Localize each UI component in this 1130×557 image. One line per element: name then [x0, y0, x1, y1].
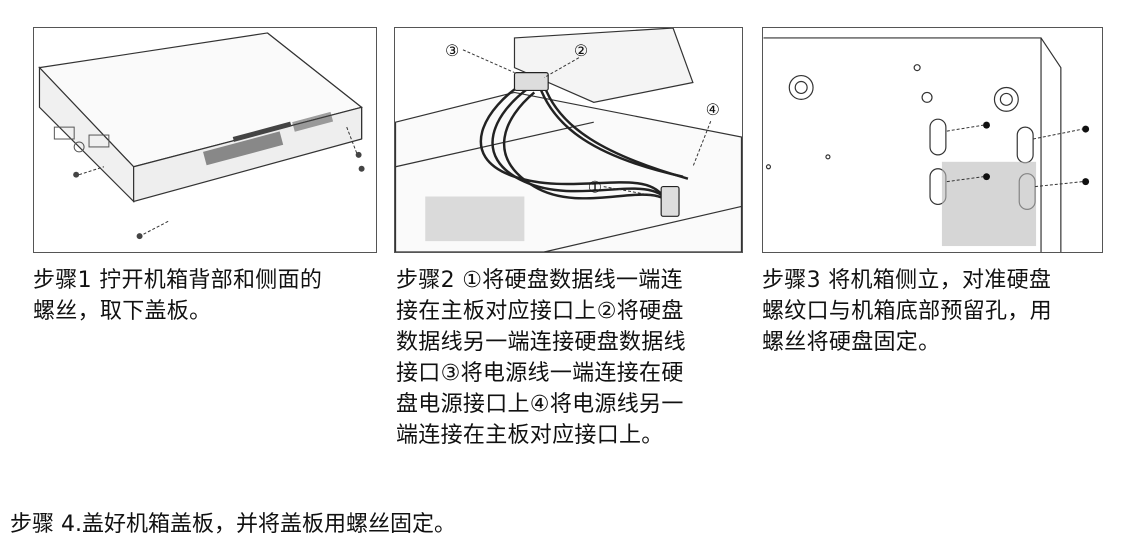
step4-text: 步骤 4.盖好机箱盖板，并将盖板用螺丝固定。	[10, 512, 456, 537]
chassis-back-drawing	[38, 32, 365, 240]
step1-caption: 步骤1 拧开机箱背部和侧面的 螺丝，取下盖板。	[33, 268, 323, 324]
step1-illustration	[33, 27, 377, 253]
step2-illustration: ③ ② ④ ①	[394, 27, 743, 253]
callout-3: ③	[445, 41, 459, 60]
callout-4: ④	[706, 100, 720, 119]
callout-2: ②	[574, 41, 588, 60]
chassis-bottom-drawing	[763, 37, 1090, 252]
step3-caption: 步骤3 将机箱侧立，对准硬盘 螺纹口与机箱底部预留孔，用 螺丝将硬盘固定。	[762, 268, 1052, 355]
callout-1: ①	[588, 178, 602, 197]
step3-illustration	[762, 27, 1103, 253]
hdd-cable-drawing: ③ ② ④ ①	[395, 28, 742, 252]
step2-caption: 步骤2 ①将硬盘数据线一端连 接在主板对应接口上②将硬盘 数据线另一端连接硬盘数…	[396, 268, 686, 448]
